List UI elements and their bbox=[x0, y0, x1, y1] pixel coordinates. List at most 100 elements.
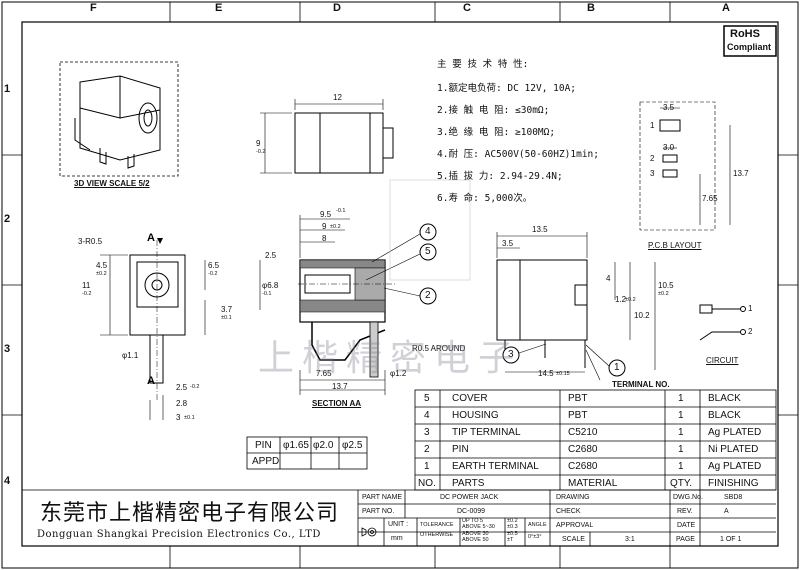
balloon-1: 1 bbox=[614, 362, 620, 373]
page-label: PAGE bbox=[676, 536, 695, 543]
angle-label: ANGLE bbox=[528, 522, 547, 528]
dim-front-bottom-1: 2.5 bbox=[176, 383, 188, 392]
pcb-layout-view bbox=[639, 101, 731, 231]
tolerance-label: TOLERANCE bbox=[420, 522, 454, 528]
spec-item: 1.额定电负荷: DC 12V, 10A; bbox=[437, 83, 577, 94]
date-label: DATE bbox=[677, 522, 696, 529]
rohs-title: RoHS bbox=[730, 28, 760, 40]
bom-finish: Ag PLATED bbox=[708, 427, 762, 438]
dim-section-left-1: 2.5 bbox=[265, 251, 277, 260]
rev-value: A bbox=[724, 508, 729, 515]
otherwise-label: OTHERWISE bbox=[420, 532, 454, 538]
dim-side-right-4: 10.2 bbox=[634, 311, 650, 320]
bom-table-grid bbox=[414, 389, 777, 491]
dim-side-right-2: 1.2 bbox=[615, 295, 627, 304]
spec-item: 4.耐 压: AC500V(50-60HZ)1min; bbox=[437, 149, 599, 160]
pcb-pad-label-3: 3 bbox=[650, 169, 655, 178]
circuit-label: CIRCUIT bbox=[706, 356, 739, 365]
bom-finish: BLACK bbox=[708, 393, 741, 404]
column-header-b: B bbox=[587, 2, 595, 14]
title-block-grid bbox=[22, 489, 776, 546]
page-value: 1 OF 1 bbox=[720, 536, 742, 543]
pcb-pad-label-2: 2 bbox=[650, 154, 655, 163]
projection-symbol bbox=[361, 527, 377, 537]
row-header-4: 4 bbox=[4, 475, 11, 487]
approval-label: APPROVAL bbox=[556, 522, 594, 529]
pin-table-header: φ2.0 bbox=[313, 440, 334, 451]
row-header-1: 1 bbox=[4, 83, 11, 95]
bom-finish: Ni PLATED bbox=[708, 444, 759, 455]
dim-top-height: 9 bbox=[256, 139, 261, 148]
dim-top-width: 12 bbox=[333, 93, 342, 102]
dim-front-bottom-3-tol: ±0.1 bbox=[184, 415, 195, 421]
dim-side-top-1: 13.5 bbox=[532, 225, 548, 234]
dim-front-radius: 3-R0.5 bbox=[78, 237, 103, 246]
part-name-label: PART NAME bbox=[362, 494, 403, 501]
dwg-no-value: SBD8 bbox=[724, 494, 743, 501]
balloon-5: 5 bbox=[425, 246, 431, 257]
dim-section-top-3: 8 bbox=[322, 234, 327, 243]
rohs-subtitle: Compliant bbox=[727, 42, 771, 52]
company-name-cn: 东莞市上楷精密电子有限公司 bbox=[40, 501, 340, 526]
part-name-value: DC POWER JACK bbox=[440, 494, 499, 501]
top-view bbox=[260, 99, 394, 174]
pin-table-header: φ2.5 bbox=[342, 440, 363, 451]
dim-front-height: 11 bbox=[82, 281, 91, 290]
spec-item: 2.接 触 电 阻: ≤30mΩ; bbox=[437, 105, 550, 116]
pcb-layout-label: P.C.B LAYOUT bbox=[648, 241, 702, 250]
dim-pcb-width-1: 3.5 bbox=[663, 103, 675, 112]
circuit-terminal-2: 2 bbox=[748, 327, 753, 336]
dim-front-height-tol: -0.2 bbox=[82, 291, 92, 297]
round-note: R0.5 AROUND bbox=[412, 344, 466, 353]
spec-item: 5.插 拔 力: 2.94-29.4N; bbox=[437, 171, 563, 182]
bom-header-no: NO. bbox=[418, 478, 436, 489]
dim-section-top-2: 9 bbox=[322, 222, 327, 231]
bom-part: EARTH TERMINAL bbox=[452, 461, 539, 472]
dim-section-top-1: 9.5 bbox=[320, 210, 332, 219]
bom-finish: Ag PLATED bbox=[708, 461, 762, 472]
bom-header-finish: FINISHING bbox=[708, 478, 759, 489]
tolerance-value: ±0.5 bbox=[507, 531, 518, 537]
dim-side-bottom: 14.5 bbox=[538, 369, 554, 378]
bom-part: HOUSING bbox=[452, 410, 499, 421]
dim-front-bottom-3: 3 bbox=[176, 413, 181, 422]
dim-section-left-2: φ6.8 bbox=[262, 281, 279, 290]
dim-section-bottom-2: 13.7 bbox=[332, 382, 348, 391]
bom-qty: 1 bbox=[678, 444, 684, 455]
bom-part: PIN bbox=[452, 444, 469, 455]
spec-item: 3.绝 缘 电 阻: ≥100MΩ; bbox=[437, 127, 556, 138]
tolerance-range: UP TO 5 bbox=[462, 518, 484, 524]
unit-value: mm bbox=[391, 535, 403, 542]
tolerance-value: ±0.3 bbox=[507, 524, 518, 530]
angle-value: 0°±3° bbox=[528, 534, 542, 540]
part-no-label: PART NO. bbox=[362, 508, 395, 515]
svg-text:A: A bbox=[147, 232, 155, 244]
bom-no: 4 bbox=[424, 410, 430, 421]
dim-front-right: 6.5 bbox=[208, 261, 220, 270]
dim-section-top-1-tol: -0.1 bbox=[336, 208, 346, 214]
balloon-2: 2 bbox=[425, 290, 431, 301]
bom-header-qty: QTY. bbox=[670, 478, 693, 489]
bom-no: 3 bbox=[424, 427, 430, 438]
dim-side-right-3-tol: ±0.2 bbox=[658, 291, 669, 297]
dim-section-bottom-1: 7.65 bbox=[316, 369, 332, 378]
dwg-no-label: DWG.No. bbox=[673, 494, 703, 501]
check-label: CHECK bbox=[556, 508, 581, 515]
column-header-c: C bbox=[463, 2, 471, 14]
dim-section-top-2-tol: ±0.2 bbox=[330, 224, 341, 230]
pin-table-approved: APPD bbox=[252, 456, 280, 467]
bom-qty: 1 bbox=[678, 393, 684, 404]
bom-header-part: PARTS bbox=[452, 478, 485, 489]
column-header-f: F bbox=[90, 2, 97, 14]
bom-material: C2680 bbox=[568, 461, 598, 472]
bom-header-material: MATERIAL bbox=[568, 478, 618, 489]
scale-value: 3:1 bbox=[625, 536, 635, 543]
bom-qty: 1 bbox=[678, 410, 684, 421]
bom-material: PBT bbox=[568, 393, 588, 404]
bom-finish: BLACK bbox=[708, 410, 741, 421]
bom-no: 2 bbox=[424, 444, 430, 455]
inner-frame bbox=[21, 21, 779, 547]
tolerance-value: ±T bbox=[507, 537, 514, 543]
